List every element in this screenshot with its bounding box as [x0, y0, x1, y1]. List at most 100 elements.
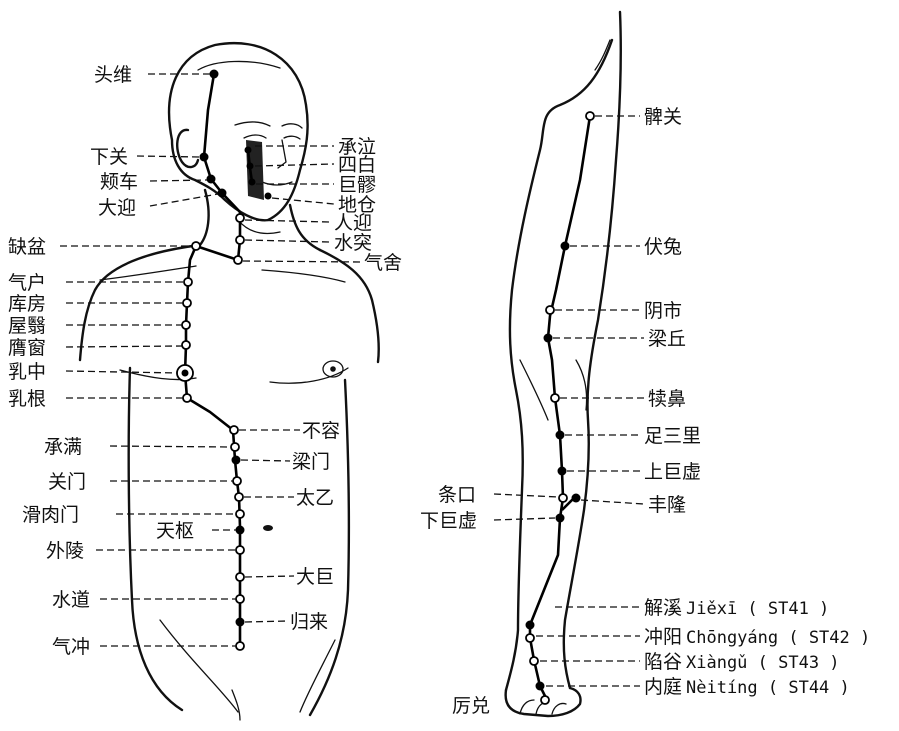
point-huaroumen: [236, 510, 244, 518]
point-yinshi: [546, 306, 554, 314]
label-qichong: 气冲: [52, 636, 90, 658]
point-dubi: [551, 394, 559, 402]
label-jiexi: 解溪: [644, 597, 682, 619]
label-qihu: 气户: [8, 272, 46, 294]
label-shuitu: 水突: [334, 232, 372, 254]
point-ruzhong: [182, 370, 189, 377]
point-daying: [218, 189, 227, 198]
label-lidui: 厉兑: [452, 695, 490, 717]
point-qichong: [236, 642, 244, 650]
mouth: [262, 182, 292, 185]
label-rugen: 乳根: [8, 388, 46, 410]
right-clavicle: [262, 270, 345, 282]
label-tianshu: 天枢: [156, 520, 194, 542]
point-burong: [230, 426, 238, 434]
label-quepen: 缺盆: [8, 236, 46, 258]
label-qishe: 气舍: [364, 252, 402, 274]
point-jiache: [207, 175, 216, 184]
label-guilai: 归来: [290, 611, 328, 633]
label-burong: 不容: [302, 420, 340, 442]
point-dicang: [265, 193, 272, 200]
point-renying: [236, 214, 244, 222]
label-zusanli: 足三里: [644, 425, 701, 447]
hairline: [198, 61, 280, 70]
label-wailing: 外陵: [46, 540, 84, 562]
label-jiexi-pinyin: Jiěxī ( ST41 ): [686, 599, 829, 619]
point-juliao: [249, 179, 256, 186]
label-shuidao: 水道: [52, 589, 90, 611]
point-touwei: [210, 70, 219, 79]
label-renying: 人迎: [334, 212, 372, 234]
point-liangmen: [232, 456, 241, 465]
torso-figure: [80, 43, 379, 720]
label-shangjuxu: 上巨虚: [644, 461, 701, 483]
label-chongyang: 冲阳: [644, 626, 682, 648]
label-taiyi: 太乙: [296, 487, 334, 509]
point-wuyi: [182, 321, 190, 329]
label-chengman: 承满: [44, 436, 82, 458]
right-nipple-center: [330, 366, 336, 372]
label-xiangu: 陷谷: [644, 651, 682, 673]
label-huaroumen: 滑肉门: [22, 504, 79, 526]
point-qishe: [234, 256, 242, 264]
right-pectoral: [270, 368, 348, 383]
point-lidui: [541, 696, 549, 704]
label-liangmen: 梁门: [292, 451, 330, 473]
label-jiache: 颊车: [100, 171, 138, 193]
nose: [278, 140, 286, 168]
label-sibai: 四白: [338, 154, 376, 176]
point-tiaokou: [559, 494, 567, 502]
point-shuitu: [236, 236, 244, 244]
point-jiexi: [526, 621, 535, 630]
label-fenglong: 丰隆: [648, 494, 686, 516]
label-biguan: 髀关: [644, 106, 682, 128]
neck-crease: [238, 220, 280, 234]
navel: [263, 525, 273, 531]
point-biguan: [586, 112, 594, 120]
point-shangjuxu: [558, 467, 567, 476]
point-wailing: [236, 546, 244, 554]
neck-right: [290, 205, 320, 250]
eye-left: [244, 135, 266, 138]
leg-points: [526, 112, 595, 704]
point-chongyang: [526, 634, 534, 642]
point-taiyi: [235, 493, 243, 501]
label-neiting-pinyin: Nèitíng ( ST44 ): [686, 678, 850, 698]
label-xiaguan: 下关: [90, 146, 128, 168]
point-zusanli: [556, 431, 565, 440]
leg-figure: [506, 12, 621, 716]
point-chengqi: [245, 147, 252, 154]
head-outline: [169, 43, 308, 220]
eye-right: [284, 136, 300, 139]
point-guilai: [236, 618, 245, 627]
point-shuidao: [236, 595, 244, 603]
point-guanmen: [233, 477, 241, 485]
label-xiangu-pinyin: Xiàngǔ ( ST43 ): [686, 653, 840, 673]
label-touwei: 头维: [94, 64, 132, 86]
label-wuyi: 屋翳: [8, 315, 46, 337]
left-clavicle: [100, 266, 196, 280]
label-guanmen: 关门: [48, 471, 86, 493]
eyebrow-right: [282, 124, 302, 128]
knee-outline: [576, 360, 587, 410]
label-chongyang-pinyin: Chōngyáng ( ST42 ): [686, 628, 870, 648]
label-dubi: 犊鼻: [648, 388, 686, 410]
leg-labels: 髀关 伏兔 阴市 梁丘 犊鼻 足三里 上巨虚 条口 丰隆 下巨虚 解溪 Jiěx…: [420, 106, 870, 717]
point-xiaguan: [200, 153, 209, 162]
point-chengman: [231, 443, 239, 451]
point-rugen: [183, 394, 191, 402]
point-futu: [561, 242, 570, 251]
point-daju: [236, 573, 244, 581]
point-fenglong: [572, 494, 581, 503]
neck-left: [200, 190, 209, 245]
label-kufang: 库房: [8, 293, 46, 315]
point-xiajuxu: [556, 514, 565, 523]
label-daying: 大迎: [98, 197, 136, 219]
point-quepen: [192, 242, 200, 250]
point-yingchuang: [182, 341, 190, 349]
label-daju: 大巨: [296, 566, 334, 588]
label-neiting: 内庭: [644, 676, 682, 698]
label-tiaokou: 条口: [438, 484, 476, 506]
eyebrow-left: [235, 122, 270, 126]
